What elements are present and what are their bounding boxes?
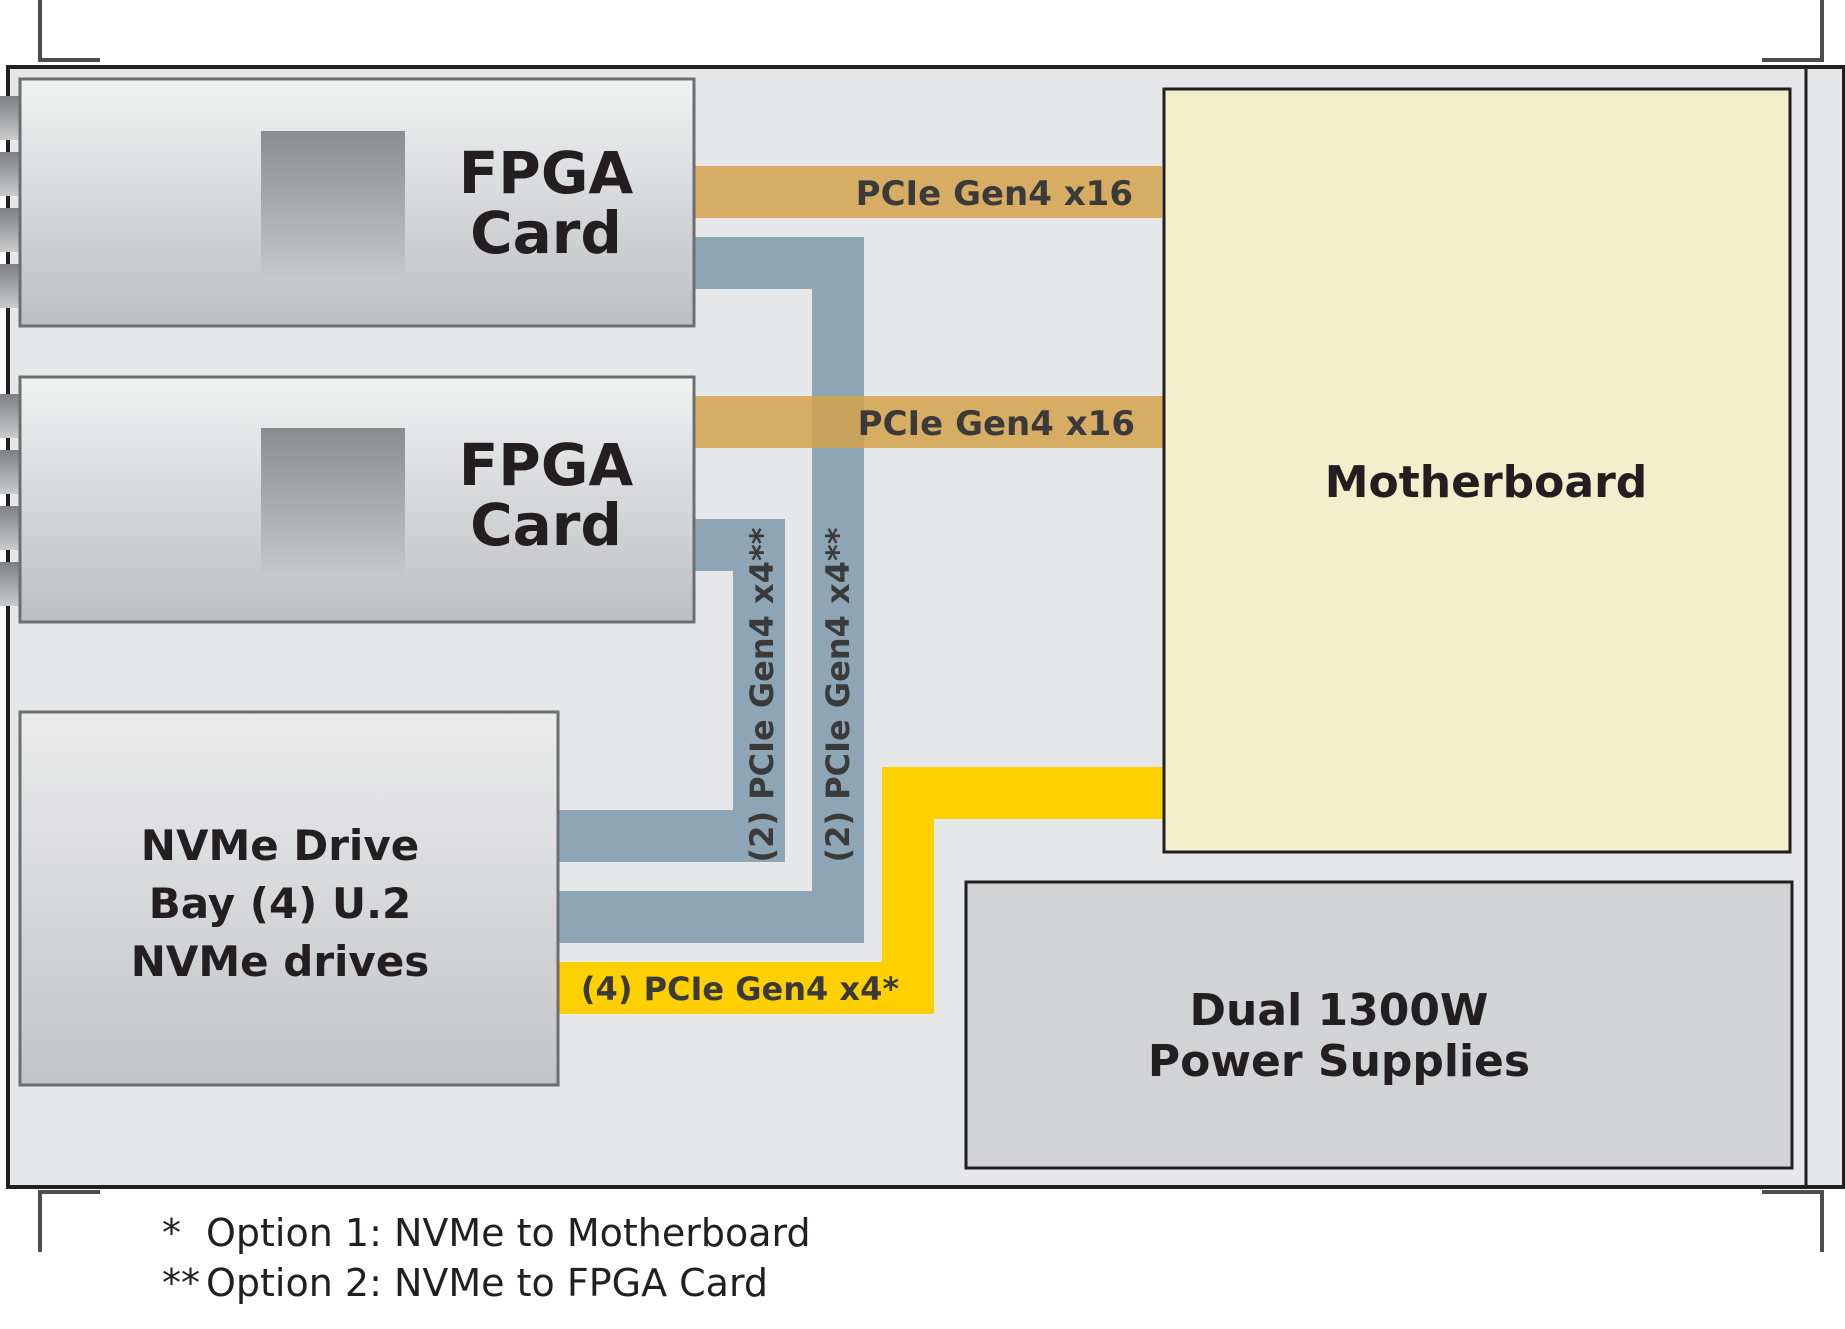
fpga2-link-label: PCIe Gen4 x16 — [858, 404, 1135, 444]
nvme-bay-line-3: NVMe drives — [131, 937, 430, 986]
nvme-bay-body — [18, 710, 560, 1087]
fpga-chip-icon — [261, 428, 405, 572]
fpga-card-1: FPGA Card — [0, 77, 696, 328]
fpga2-mb-link — [690, 396, 1166, 448]
footnote-1-mark: * — [162, 1211, 181, 1255]
power-supply-line-2: Power Supplies — [1148, 1036, 1530, 1087]
fpga1-mb-link — [690, 166, 1162, 218]
footnotes: * Option 1: NVMe to Motherboard ** Optio… — [162, 1211, 811, 1305]
footnote-1-text: Option 1: NVMe to Motherboard — [206, 1211, 811, 1255]
power-supply-line-1: Dual 1300W — [1190, 985, 1489, 1036]
nvme-drive-bay: NVMe Drive Bay (4) U.2 NVMe drives — [18, 710, 560, 1087]
fpga-card-1-title: FPGA — [459, 139, 634, 207]
fpga1-link-label: PCIe Gen4 x16 — [856, 174, 1133, 214]
power-supplies: Dual 1300W Power Supplies — [964, 880, 1794, 1170]
fpga-card-2-subtitle: Card — [470, 491, 622, 559]
motherboard: Motherboard — [1162, 87, 1792, 854]
nvme-mb-link-label: (4) PCIe Gen4 x4* — [581, 970, 899, 1008]
footnote-2-text: Option 2: NVMe to FPGA Card — [206, 1261, 768, 1305]
motherboard-label: Motherboard — [1325, 457, 1648, 508]
nvme-bay-line-2: Bay (4) U.2 — [149, 879, 412, 928]
nvme-fpga-link-label-1: (2) PCIe Gen4 x4** — [743, 527, 781, 862]
fpga-card-2: FPGA Card — [0, 375, 696, 624]
nvme-bay-line-1: NVMe Drive — [141, 821, 419, 870]
nvme-mb-link — [558, 767, 1164, 1014]
power-supply-body — [964, 880, 1794, 1170]
nvme-fpga-link-label-2: (2) PCIe Gen4 x4** — [819, 527, 857, 862]
fpga-card-2-title: FPGA — [459, 431, 634, 499]
motherboard-body — [1162, 87, 1792, 854]
fpga-card-1-subtitle: Card — [470, 199, 622, 267]
rack-brackets — [38, 0, 1824, 1252]
nvme-fpga-link-outer — [558, 237, 864, 943]
fpga-chip-icon — [261, 131, 405, 275]
footnote-2-mark: ** — [162, 1261, 200, 1305]
